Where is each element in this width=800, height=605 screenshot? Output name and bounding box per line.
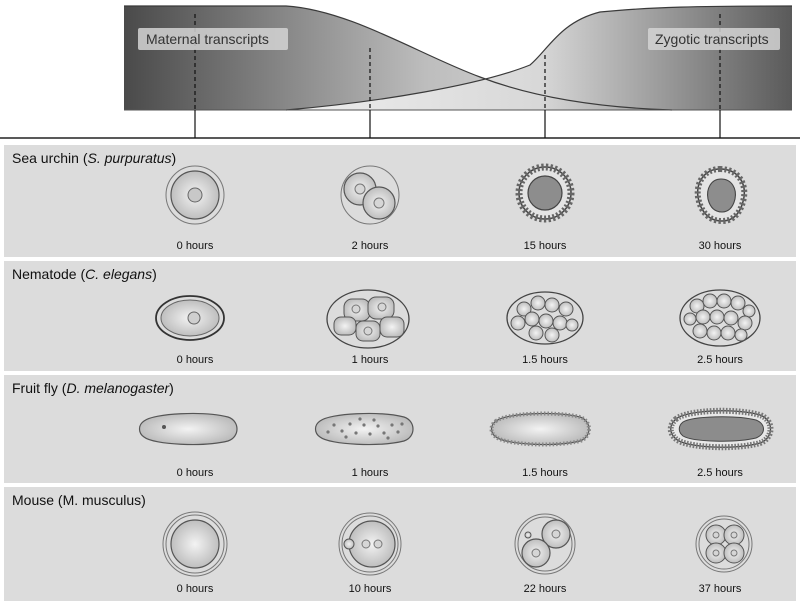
embryo-mouse-22h: [514, 513, 576, 575]
time-label: 1 hours: [351, 467, 389, 479]
embryo-urchin-15h: [515, 163, 575, 223]
time-label: 2.5 hours: [697, 354, 743, 366]
time-label: 22 hours: [523, 583, 567, 595]
embryo-mouse-0h: [162, 511, 228, 577]
time-label: 10 hours: [348, 583, 392, 595]
time-label: 0 hours: [176, 467, 214, 479]
zygotic-label-box: [648, 28, 780, 50]
embryo-sketches: [138, 407, 774, 451]
embryo-urchin-0h: [165, 165, 225, 225]
time-label: 1 hours: [351, 354, 389, 366]
time-label: 0 hours: [176, 354, 214, 366]
panel-sea-urchin: Sea urchin (S. purpuratus) 0 hours 2 hou…: [4, 145, 796, 257]
embryo-urchin-2h: [340, 165, 400, 225]
time-label: 1.5 hours: [522, 354, 568, 366]
embryo-sketches: [155, 289, 761, 349]
embryo-nematode-1-5h: [506, 291, 584, 345]
time-label: 2 hours: [351, 240, 389, 252]
panel-fruit-fly: Fruit fly (D. melanogaster): [4, 375, 796, 483]
embryo-mouse-37h: [695, 515, 753, 573]
panel-nematode: Nematode (C. elegans): [4, 261, 796, 371]
embryo-fly-0h: [138, 412, 238, 446]
time-label: 2.5 hours: [697, 467, 743, 479]
embryo-fly-1-5h: [489, 411, 591, 447]
zygotic-label: Zygotic transcripts: [655, 31, 769, 47]
time-label: 0 hours: [176, 240, 214, 252]
zygotic-curve: [285, 5, 793, 111]
panel-title: Sea urchin (S. purpuratus): [12, 150, 177, 166]
nuclei-dots: [326, 417, 404, 440]
time-label: 1.5 hours: [522, 467, 568, 479]
time-label: 0 hours: [176, 583, 214, 595]
panel-title: Nematode (C. elegans): [12, 266, 157, 282]
maternal-curve: [124, 5, 673, 111]
embryo-mouse-10h: [338, 512, 402, 576]
embryo-nematode-1h: [326, 289, 410, 349]
transcript-graph: Maternal transcripts Zygotic transcripts: [0, 5, 800, 139]
panel-title: Mouse (M. musculus): [12, 492, 146, 508]
panel-title: Fruit fly (D. melanogaster): [12, 380, 174, 396]
embryo-nematode-2-5h: [679, 289, 761, 347]
embryo-urchin-30h: [694, 165, 748, 225]
time-label: 37 hours: [698, 583, 742, 595]
embryo-fly-1h: [314, 412, 414, 446]
embryo-fly-2-5h: [667, 407, 774, 451]
embryo-nematode-0h: [155, 295, 225, 341]
time-label: 15 hours: [523, 240, 567, 252]
embryo-sketches: [162, 511, 753, 577]
maternal-label-box: [138, 28, 288, 50]
time-label: 30 hours: [698, 240, 742, 252]
embryo-sketches: [165, 163, 748, 225]
panel-mouse: Mouse (M. musculus): [4, 487, 796, 601]
maternal-label: Maternal transcripts: [146, 31, 269, 47]
